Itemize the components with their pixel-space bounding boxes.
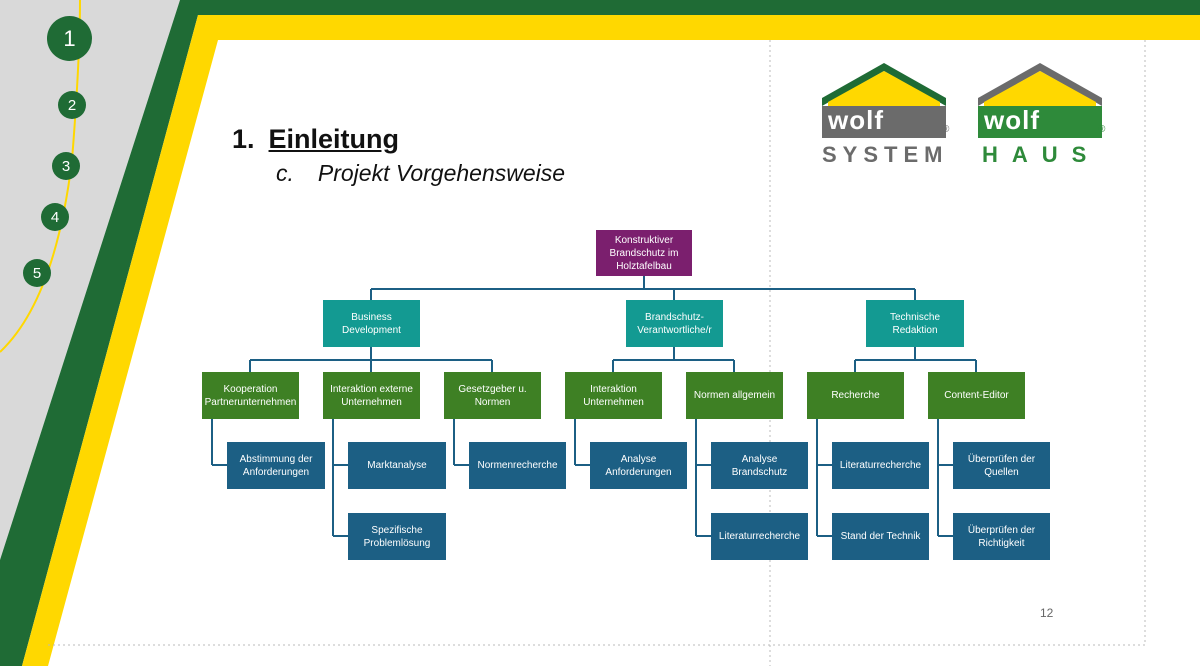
- nav-item-4[interactable]: 4: [41, 203, 69, 231]
- org-node-gesetzgeber: Gesetzgeber u. Normen: [444, 372, 541, 419]
- org-leaf-richtigkeit: Überprüfen der Richtigkeit: [953, 513, 1050, 560]
- org-leaf-stand-der-technik: Stand der Technik: [832, 513, 929, 560]
- logo-left-word: wolf: [828, 105, 884, 135]
- nav-item-5[interactable]: 5: [23, 259, 51, 287]
- logo-right-sub: HAUS: [982, 142, 1101, 167]
- org-leaf-marktanalyse: Marktanalyse: [348, 442, 446, 489]
- org-leaf-normenrecherche: Normenrecherche: [469, 442, 566, 489]
- org-root: Konstruktiver Brandschutz im Holztafelba…: [596, 230, 692, 276]
- page-number: 12: [1040, 606, 1054, 620]
- nav-item-1[interactable]: 1: [47, 16, 92, 61]
- logo-left-reg: ®: [942, 124, 950, 135]
- org-leaf-analyse-brandschutz: Analyse Brandschutz: [711, 442, 808, 489]
- org-leaf-quellen: Überprüfen der Quellen: [953, 442, 1050, 489]
- org-node-interaktion-unternehmen: Interaktion Unternehmen: [565, 372, 662, 419]
- slide-title: 1. Einleitung: [232, 124, 399, 155]
- org-node-content-editor: Content-Editor: [928, 372, 1025, 419]
- wolf-haus-logo-mark: [978, 63, 1102, 138]
- title-text: Einleitung: [268, 124, 400, 154]
- org-connectors: [211, 276, 977, 537]
- nav-item-2[interactable]: 2: [58, 91, 86, 119]
- org-node-kooperation: Kooperation Partnerunternehmen: [202, 372, 299, 419]
- org-leaf-problemloesung: Spezifische Problemlösung: [348, 513, 446, 560]
- org-node-normen-allgemein: Normen allgemein: [686, 372, 783, 419]
- subtitle-letter: c.: [276, 160, 294, 186]
- org-group-brandschutz: Brandschutz- Verantwortliche/r: [626, 300, 723, 347]
- org-group-business-development: Business Development: [323, 300, 420, 347]
- logo-right-word: wolf: [984, 105, 1040, 135]
- wolf-system-logo-mark: [822, 63, 946, 138]
- logo-left-sub: SYSTEM: [822, 142, 949, 167]
- org-node-recherche: Recherche: [807, 372, 904, 419]
- org-leaf-literaturrecherche: Literaturrecherche: [832, 442, 929, 489]
- org-group-technische-redaktion: Technische Redaktion: [866, 300, 964, 347]
- org-leaf-analyse-anforderungen: Analyse Anforderungen: [590, 442, 687, 489]
- org-node-interaktion-externe: Interaktion externe Unternehmen: [323, 372, 420, 419]
- org-leaf-abstimmung: Abstimmung der Anforderungen: [227, 442, 325, 489]
- logo-right-reg: ®: [1098, 124, 1106, 135]
- nav-item-3[interactable]: 3: [52, 152, 80, 180]
- org-leaf-literaturrecherche-normen: Literaturrecherche: [711, 513, 808, 560]
- title-number: 1.: [232, 124, 255, 154]
- subtitle-text: Projekt Vorgehensweise: [317, 160, 566, 186]
- slide-subtitle: c. Projekt Vorgehensweise: [276, 160, 565, 187]
